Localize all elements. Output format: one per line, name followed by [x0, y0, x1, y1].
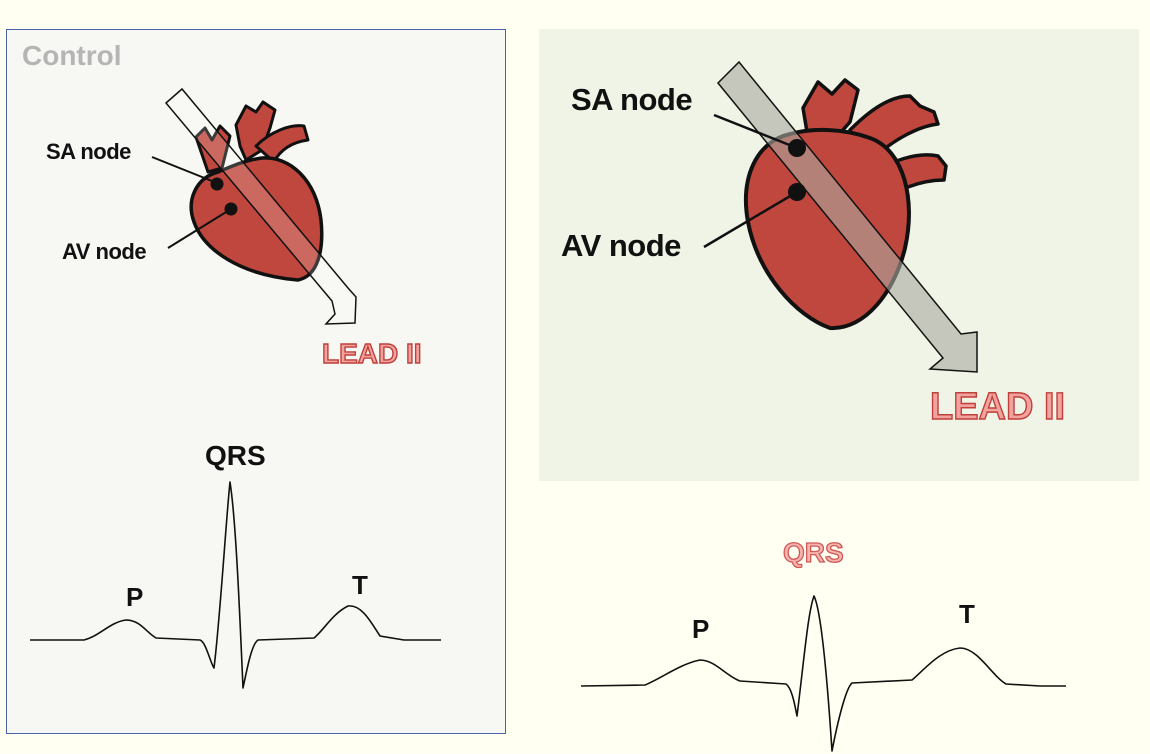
control-lead-arrow — [164, 87, 357, 325]
comparison-heart-diagram — [703, 60, 978, 373]
comparison-ecg-trace — [580, 595, 1066, 752]
comparison-lead-label: LEAD II — [929, 385, 1066, 428]
control-ecg-trace — [30, 481, 441, 689]
comparison-av-node-dot — [788, 183, 806, 201]
control-lead-label: LEAD II — [321, 337, 422, 369]
comparison-qrs-label: QRS — [782, 536, 844, 568]
comparison-t-label: T — [959, 599, 975, 629]
control-heart-diagram — [151, 87, 357, 325]
control-p-label: P — [126, 582, 144, 612]
control-qrs-label: QRS — [205, 440, 266, 471]
control-av-leader — [167, 208, 232, 249]
control-t-label: T — [352, 570, 368, 600]
control-sa-node-label: SA node — [46, 139, 131, 164]
comparison-sa-node-dot — [788, 139, 806, 157]
comparison-sa-node-label: SA node — [571, 82, 693, 117]
comparison-sa-leader — [713, 113, 798, 150]
control-sa-leader — [151, 156, 218, 184]
comparison-av-leader — [703, 190, 798, 249]
control-heart-vessels — [194, 100, 310, 174]
comparison-heart-body — [743, 127, 911, 331]
comparison-av-node-label: AV node — [561, 228, 681, 263]
control-av-node-dot — [224, 202, 238, 216]
comparison-lead-arrow — [716, 60, 978, 373]
comparison-p-label: P — [692, 614, 710, 644]
control-title: Control — [22, 40, 122, 71]
control-av-node-label: AV node — [62, 239, 147, 264]
control-sa-node-dot — [210, 177, 224, 191]
